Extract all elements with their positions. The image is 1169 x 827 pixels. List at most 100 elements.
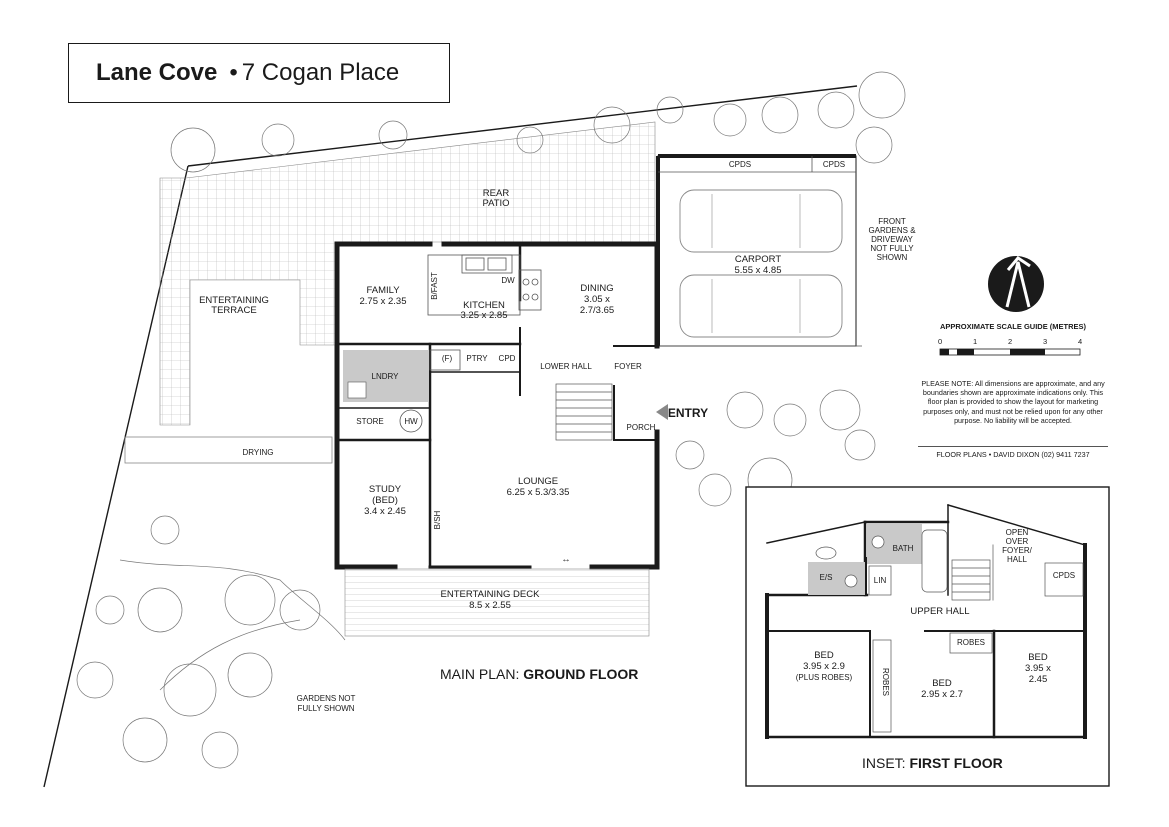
pantry-label: PTRY — [466, 354, 488, 363]
rear-patio-label-1: REAR — [483, 188, 510, 199]
car-bottom — [679, 274, 843, 338]
ensuite-label: E/S — [820, 573, 833, 582]
ensuite-toilet-icon — [844, 574, 858, 588]
inset-caption-bold: FIRST FLOOR — [909, 755, 1003, 771]
bed1-name: BED — [814, 650, 834, 661]
open-label-1: OPEN — [1006, 528, 1029, 537]
scale-guide-title: APPROXIMATE SCALE GUIDE (METRES) — [939, 322, 1087, 331]
robes-label-1: ROBES — [957, 638, 985, 647]
front-gardens-label-4: NOT FULLY — [870, 244, 914, 253]
bed2-name: BED — [932, 678, 952, 689]
bsh-label: B/SH — [433, 510, 442, 529]
drying-label: DRYING — [243, 448, 274, 457]
address-title: 7 Cogan Place — [241, 59, 400, 86]
lounge-name: LOUNGE — [518, 476, 558, 487]
rear-patio-label-2: PATIO — [482, 198, 509, 209]
fridge-label: (F) — [442, 354, 453, 363]
main-plan-caption: MAIN PLAN: GROUND FLOOR — [440, 666, 638, 682]
open-label-2: OVER — [1006, 537, 1029, 546]
scale-tick-3: 3 — [1043, 337, 1048, 346]
front-gardens-label-2: GARDENS & — [868, 226, 916, 235]
bed3-size-2: 2.45 — [1029, 674, 1048, 685]
deck-name: ENTERTAINING DECK — [441, 589, 541, 600]
suburb-title: Lane Cove — [96, 59, 218, 86]
gardens-label-2: FULLY SHOWN — [297, 704, 354, 713]
linen-cupboard — [868, 565, 892, 596]
title-separator: • — [229, 59, 238, 86]
garden-trees — [76, 71, 906, 769]
front-gardens-label-5: SHOWN — [877, 253, 908, 262]
door-arrow-label: ↔ — [561, 554, 571, 565]
open-label-3: FOYER/ — [1002, 546, 1033, 555]
first-floor-cpds-label: CPDS — [1053, 571, 1075, 580]
laundry-label: LNDRY — [372, 372, 400, 381]
ground-floor-labels: REAR PATIO ENTERTAINING TERRACE FAMILY 2… — [199, 160, 916, 713]
kitchen-room-name: KITCHEN — [463, 300, 505, 311]
robes-cupboard-2 — [949, 632, 993, 654]
family-room-size: 2.75 x 2.35 — [359, 296, 406, 307]
cpds-cupboard — [1044, 562, 1084, 597]
upper-stairs — [951, 559, 991, 601]
cpds-label-1: CPDS — [729, 160, 751, 169]
bed1-note: (PLUS ROBES) — [796, 673, 853, 682]
entertaining-deck — [344, 568, 650, 637]
inset-caption: INSET: FIRST FLOOR — [862, 755, 1003, 771]
bed2-size: 2.95 x 2.7 — [921, 689, 963, 700]
gardens-label-1: GARDENS NOT — [297, 694, 356, 703]
deck-size: 8.5 x 2.55 — [469, 600, 511, 611]
inset-caption-prefix: INSET: — [862, 755, 910, 771]
kitchen-fittings — [427, 254, 542, 371]
entry-label: ENTRY — [668, 406, 708, 420]
front-gardens-label-1: FRONT — [878, 217, 906, 226]
linen-label: LIN — [874, 576, 887, 585]
carport-name: CARPORT — [735, 254, 781, 265]
bed3-name: BED — [1028, 652, 1048, 663]
main-plan-caption-prefix: MAIN PLAN: — [440, 666, 524, 682]
kitchen-room-size: 3.25 x 2.85 — [460, 310, 507, 321]
dishwasher-label: DW — [501, 276, 515, 285]
lounge-size: 6.25 x 5.3/3.35 — [507, 487, 570, 498]
family-room-name: FAMILY — [366, 285, 400, 296]
robes-label-2: ROBES — [881, 668, 890, 696]
basin-icon — [815, 546, 837, 560]
entry-arrow-icon — [656, 404, 668, 420]
north-arrow-icon — [988, 256, 1044, 312]
porch-label: PORCH — [627, 423, 656, 432]
ground-floor-walls — [334, 241, 660, 570]
bed1-size: 3.95 x 2.9 — [803, 661, 845, 672]
bath-label: BATH — [893, 544, 914, 553]
store-label: STORE — [356, 417, 383, 426]
dining-room-name: DINING — [580, 283, 613, 294]
bed3-size: 3.95 x — [1025, 663, 1051, 674]
bfast-label: B/FAST — [430, 272, 439, 300]
title-box: Lane Cove • 7 Cogan Place — [68, 43, 450, 103]
scale-tick-0: 0 — [938, 337, 943, 346]
ground-stairs — [555, 383, 613, 441]
cpd-label: CPD — [499, 354, 516, 363]
main-plan-caption-bold: GROUND FLOOR — [523, 666, 639, 682]
cpds-label-2: CPDS — [823, 160, 845, 169]
dining-room-size-2: 2.7/3.65 — [580, 305, 614, 316]
study-name-2: (BED) — [372, 495, 398, 506]
scale-tick-2: 2 — [1008, 337, 1013, 346]
toilet-icon — [871, 535, 885, 549]
drying-area — [124, 436, 333, 464]
first-floor-labels: BATH E/S LIN UPPER HALL OPEN OVER FOYER/… — [796, 528, 1075, 700]
credit-line: FLOOR PLANS • DAVID DIXON (02) 9411 7237 — [918, 446, 1108, 459]
laundry-tub — [347, 381, 367, 399]
hot-water-unit — [399, 409, 423, 433]
study-name: STUDY — [369, 484, 402, 495]
carport-size: 5.55 x 4.85 — [734, 265, 781, 276]
scale-bar — [939, 348, 1081, 356]
foyer-label: FOYER — [614, 362, 642, 371]
disclaimer-note: PLEASE NOTE: All dimensions are approxim… — [921, 379, 1105, 425]
study-size: 3.4 x 2.45 — [364, 506, 406, 517]
front-gardens-label-3: DRIVEWAY — [871, 235, 913, 244]
dining-room-size: 3.05 x — [584, 294, 610, 305]
terrace-label-2: TERRACE — [211, 305, 256, 316]
terrace-label-1: ENTERTAINING — [199, 295, 269, 306]
carport — [656, 154, 862, 347]
lower-hall-label: LOWER HALL — [540, 362, 592, 371]
robes-cupboard — [872, 639, 892, 733]
